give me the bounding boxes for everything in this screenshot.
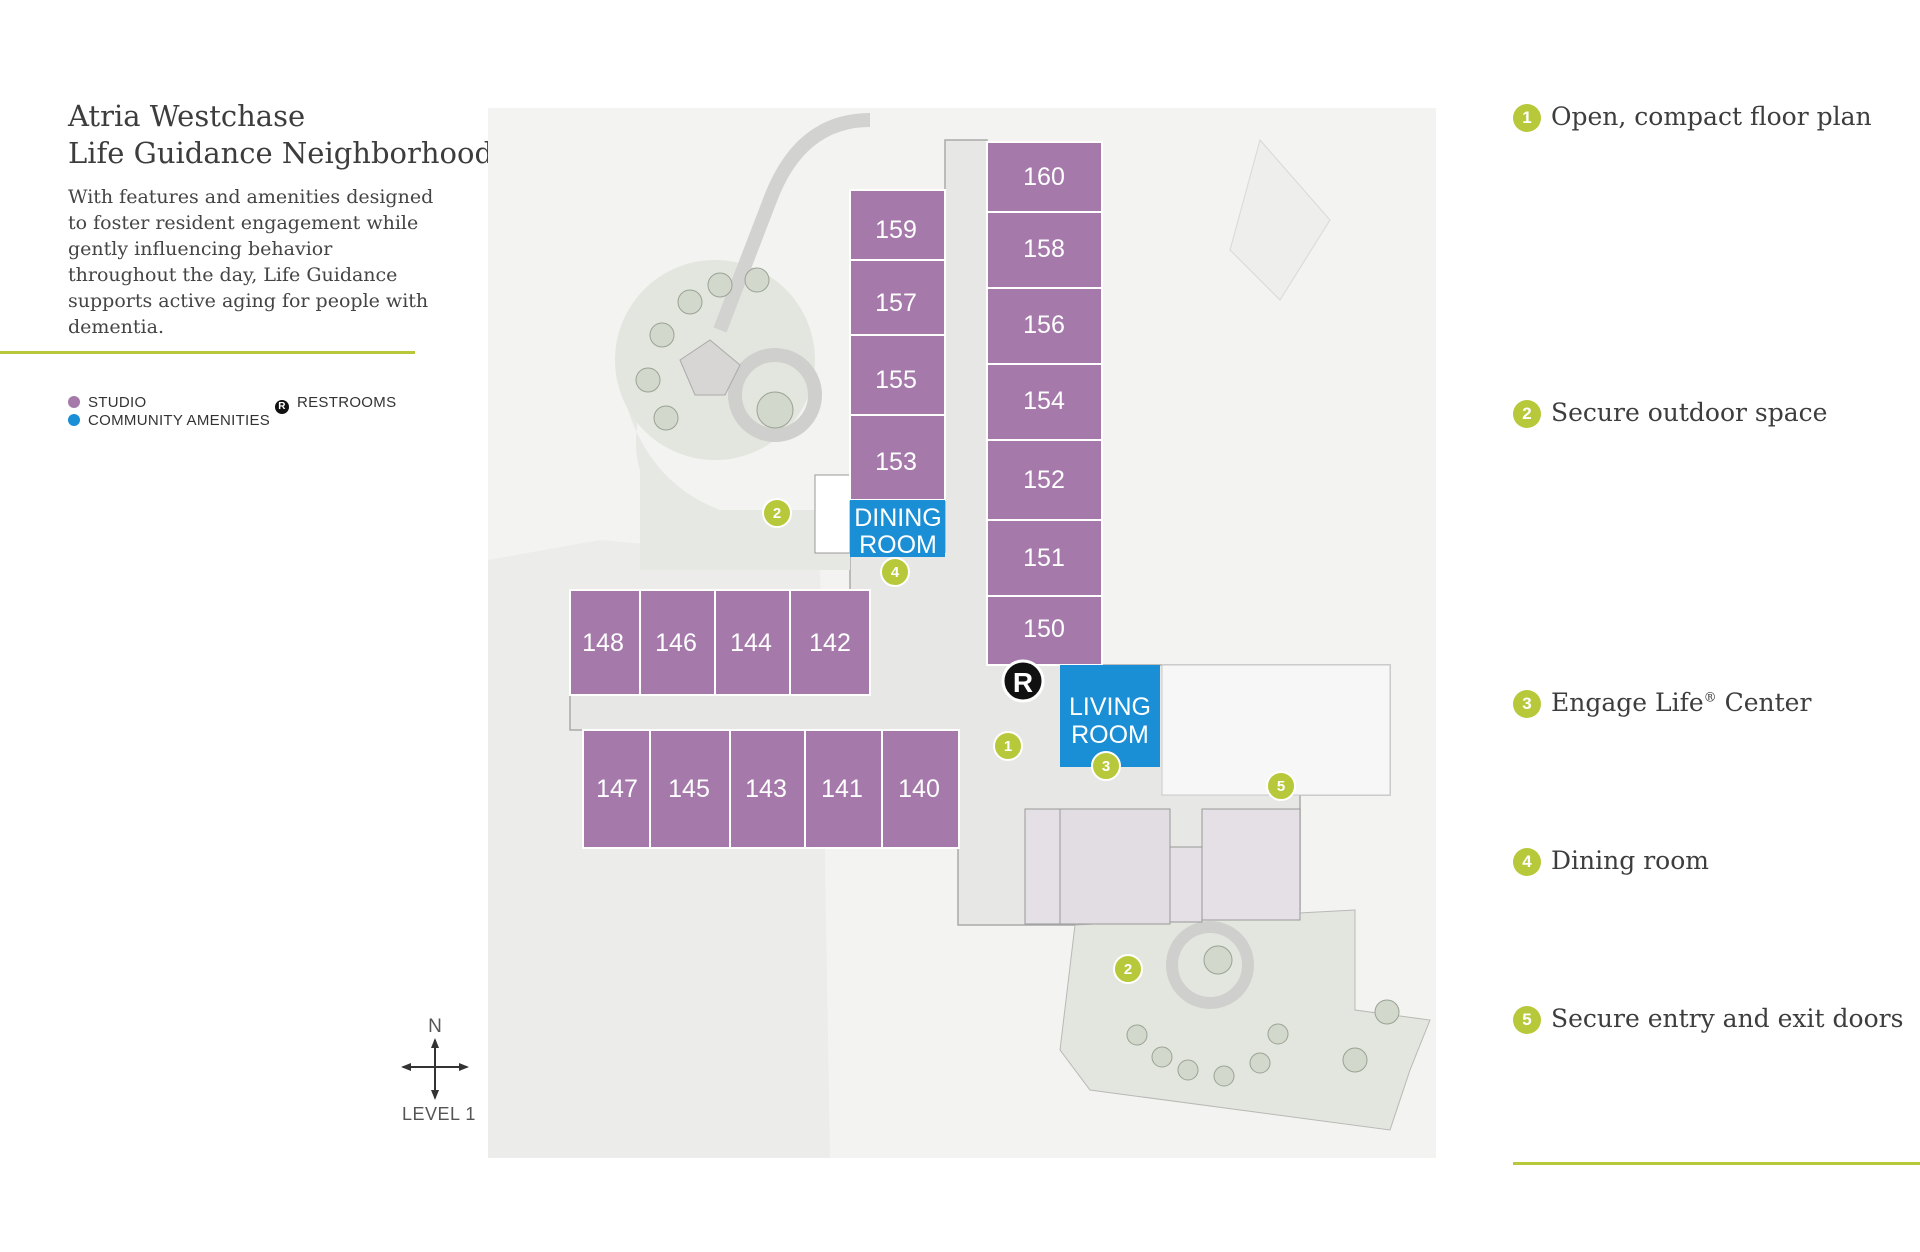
studio-144 — [714, 589, 791, 696]
svg-text:4: 4 — [891, 564, 900, 581]
room-label-152: 152 — [1023, 466, 1065, 494]
svg-text:2: 2 — [1124, 961, 1132, 978]
studio-145 — [649, 729, 731, 849]
south-path-loop — [1166, 921, 1254, 1009]
north-path-loop — [728, 348, 822, 442]
room-label-145: 145 — [668, 775, 710, 803]
title-line-1: Atria Westchase — [68, 99, 306, 133]
living-label-line2: ROOM — [1071, 721, 1149, 749]
svg-text:5: 5 — [1277, 778, 1285, 795]
marker-5 — [1266, 771, 1296, 801]
room-label-147: 147 — [596, 775, 638, 803]
room-label-158: 158 — [1023, 235, 1065, 263]
room-label-148: 148 — [582, 629, 624, 657]
marker-1 — [993, 731, 1023, 761]
studio-159 — [849, 189, 946, 261]
title-line-2: Life Guidance Neighborhood — [68, 136, 494, 170]
dining-label-line2: ROOM — [859, 531, 937, 559]
room-label-157: 157 — [875, 289, 917, 317]
studio-block-east — [986, 141, 1103, 666]
studio-157 — [849, 259, 946, 336]
studio-swatch — [68, 396, 80, 408]
studio-block-north-row — [569, 589, 871, 696]
studio-155 — [849, 334, 946, 416]
floor-plan-map: 160 158 156 154 152 151 150 159 157 155 … — [488, 108, 1436, 1158]
dining-alcove — [814, 474, 851, 554]
dining-room — [850, 500, 945, 557]
living-label-line1: LIVING — [1069, 693, 1151, 721]
room-label-144: 144 — [730, 629, 772, 657]
svg-text:2: 2 — [773, 505, 781, 522]
room-label-155: 155 — [875, 366, 917, 394]
room-label-153: 153 — [875, 448, 917, 476]
studio-143 — [729, 729, 806, 849]
support-room-3 — [1169, 846, 1203, 923]
studio-156 — [986, 287, 1103, 365]
room-labels: 160 158 156 154 152 151 150 159 157 155 … — [582, 163, 1065, 803]
room-label-159: 159 — [875, 216, 917, 244]
room-label-150: 150 — [1023, 615, 1065, 643]
restroom-marker-label: R — [1013, 667, 1033, 698]
amenity-labels: DINING ROOM LIVING ROOM — [854, 504, 1151, 749]
restroom-marker — [1001, 659, 1045, 703]
page-title: Atria Westchase Life Guidance Neighborho… — [68, 98, 493, 172]
dining-label-line1: DINING — [854, 504, 942, 532]
room-label-151: 151 — [1023, 544, 1065, 572]
north-trees — [635, 267, 794, 431]
north-path — [713, 113, 871, 333]
marker-2-north — [762, 498, 792, 528]
room-label-143: 143 — [745, 775, 787, 803]
feature-markers: 1 2 2 3 4 5 — [762, 498, 1296, 984]
marker-2-south — [1113, 954, 1143, 984]
room-label-154: 154 — [1023, 387, 1065, 415]
studio-158 — [986, 211, 1103, 289]
level-label: LEVEL 1 — [402, 1104, 476, 1124]
legend-community: COMMUNITY AMENITIES — [68, 412, 270, 429]
studio-153 — [849, 414, 946, 501]
studio-140 — [881, 729, 960, 849]
south-trees — [1126, 945, 1400, 1087]
svg-text:1: 1 — [1004, 738, 1012, 755]
room-label-142: 142 — [809, 629, 851, 657]
living-room — [1060, 665, 1160, 767]
south-garden — [1059, 909, 1431, 1131]
studio-148 — [569, 589, 641, 696]
svg-text:3: 3 — [1102, 758, 1110, 775]
compass-icon: N — [401, 1016, 469, 1100]
restroom-icon: R — [275, 400, 289, 414]
studio-154 — [986, 363, 1103, 441]
room-label-156: 156 — [1023, 311, 1065, 339]
support-room-2 — [1059, 808, 1171, 925]
legend-studio: STUDIO — [68, 394, 146, 411]
studio-block-south-row — [582, 729, 960, 849]
room-label-146: 146 — [655, 629, 697, 657]
marker-3 — [1091, 751, 1121, 781]
studio-147 — [582, 729, 651, 849]
room-label-160: 160 — [1023, 163, 1065, 191]
north-gazebo — [679, 339, 741, 396]
studio-block-west — [849, 189, 946, 501]
studio-150 — [986, 595, 1103, 666]
room-label-141: 141 — [821, 775, 863, 803]
community-swatch — [68, 414, 80, 426]
description: With features and amenities designed to … — [68, 186, 434, 338]
marker-4 — [880, 557, 910, 587]
studio-142 — [789, 589, 871, 696]
studio-152 — [986, 439, 1103, 521]
divider-left — [0, 351, 415, 354]
adjacent-building — [1229, 138, 1331, 301]
divider-right — [1513, 1162, 1920, 1165]
room-label-140: 140 — [898, 775, 940, 803]
support-room-4 — [1201, 808, 1301, 921]
studio-160 — [986, 141, 1103, 213]
compass-north-label: N — [428, 1016, 442, 1037]
